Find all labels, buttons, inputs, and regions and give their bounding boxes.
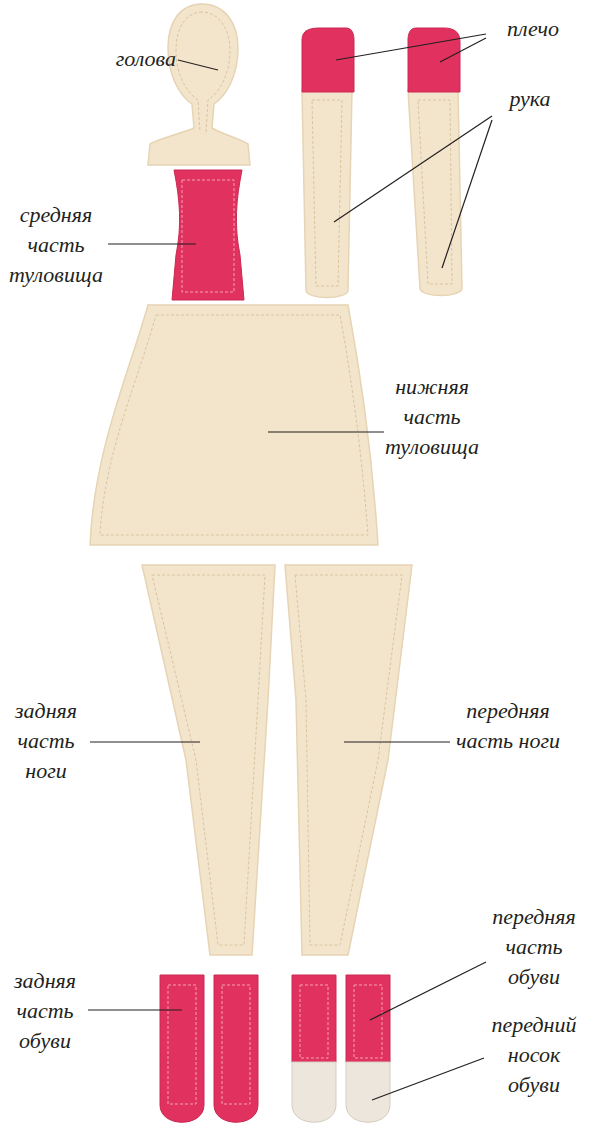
part-name: средняя часть туловища — [4, 200, 108, 290]
part-name: рука — [490, 84, 570, 114]
part-name: задняя часть ноги — [2, 696, 90, 786]
part-name: задняя часть обуви — [2, 966, 88, 1056]
part-name: нижняя часть туловища — [382, 372, 482, 462]
part-name: передняя часть ноги — [452, 696, 564, 756]
part-name: передний носок обуви — [482, 1010, 586, 1100]
part-name: передняя часть обуви — [482, 902, 586, 992]
part-name: голова — [96, 44, 176, 74]
part-name: плечо — [488, 14, 578, 44]
